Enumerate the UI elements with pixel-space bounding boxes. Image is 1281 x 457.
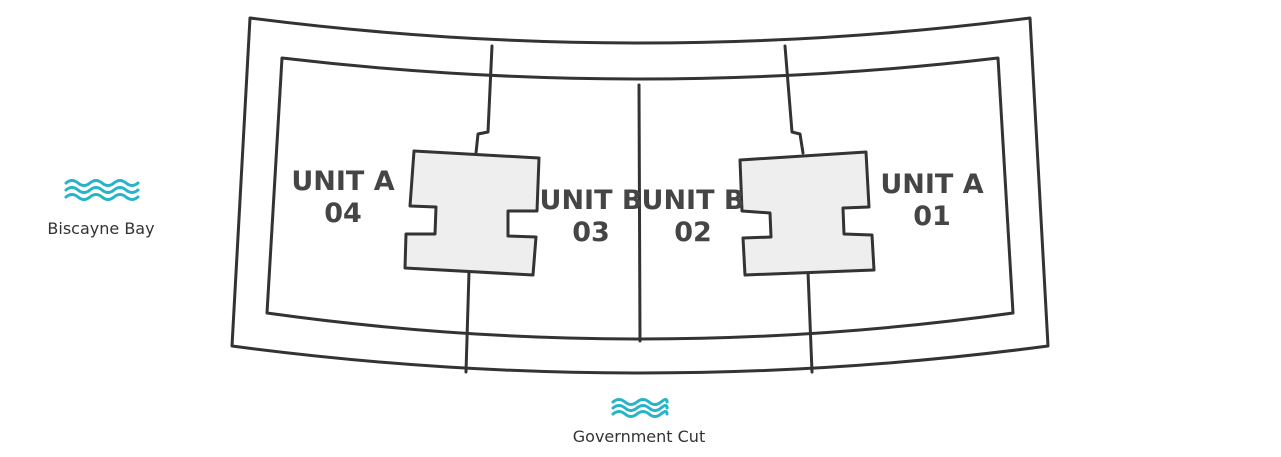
unit-label-line1: UNIT A — [880, 169, 983, 200]
wall-divider-02-01-top — [783, 44, 805, 155]
unit-label-b03: UNIT B 03 — [540, 185, 643, 248]
wall-divider-04-03-top — [474, 44, 494, 155]
unit-label-line1: UNIT B — [642, 185, 745, 216]
unit-label-line1: UNIT A — [291, 166, 394, 197]
wave-icon — [611, 398, 669, 418]
wall-divider-04-03-bottom — [464, 270, 471, 374]
unit-label-line2: 04 — [324, 198, 362, 229]
building-inner-outline — [265, 56, 1015, 341]
water-marker-biscayne-bay: Biscayne Bay — [47, 179, 155, 238]
unit-label-a04: UNIT A 04 — [291, 166, 394, 229]
unit-label-line2: 02 — [674, 217, 712, 248]
core-right — [738, 150, 876, 277]
unit-label-line1: UNIT B — [540, 185, 643, 216]
unit-label-a01: UNIT A 01 — [880, 169, 983, 232]
water-label: Government Cut — [573, 427, 705, 446]
unit-label-line2: 03 — [572, 217, 610, 248]
water-marker-government-cut: Government Cut — [573, 398, 705, 446]
building-outer-outline — [230, 16, 1050, 375]
wave-icon — [64, 179, 140, 201]
water-label: Biscayne Bay — [47, 219, 154, 238]
unit-label-b02: UNIT B 02 — [642, 185, 745, 248]
core-left — [403, 149, 541, 277]
unit-label-line2: 01 — [913, 201, 951, 232]
wall-divider-03-02 — [637, 83, 642, 343]
wall-divider-02-01-bottom — [806, 270, 814, 374]
